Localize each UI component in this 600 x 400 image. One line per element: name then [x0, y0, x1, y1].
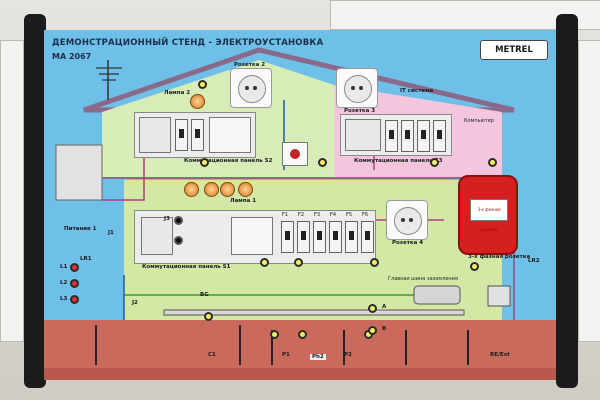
jack-icon[interactable] — [488, 158, 497, 167]
board-title: ДЕМОНСТРАЦИОННЫЙ СТЕНД - ЭЛЕКТРОУСТАНОВК… — [52, 38, 324, 48]
board-model: MA 2067 — [52, 52, 92, 61]
it-system-label: IT система — [400, 88, 434, 94]
jack-icon[interactable] — [294, 258, 303, 267]
socket-icon — [344, 75, 372, 103]
breaker-f3-label: F3 — [314, 212, 321, 218]
lamp-1-icon[interactable] — [238, 182, 253, 197]
breaker-f2-label: F2 — [298, 212, 305, 218]
socket-3-label: Розетка 3 — [344, 108, 376, 114]
breaker-icon[interactable] — [191, 119, 204, 151]
a-label: A — [382, 304, 387, 310]
breaker-icon[interactable] — [281, 221, 294, 253]
frame-left-post — [24, 14, 46, 388]
l2-label: L2 — [60, 280, 68, 286]
background-panel-right — [330, 0, 600, 30]
p2-label: P2 — [344, 352, 352, 358]
jack-icon[interactable] — [370, 258, 379, 267]
breaker-icon[interactable] — [433, 120, 446, 152]
jack-icon[interactable] — [70, 295, 79, 304]
switch-panel-s2 — [134, 112, 256, 158]
jack-a[interactable] — [368, 304, 377, 313]
breaker-f6-label: F6 — [362, 212, 369, 218]
supply-1-label: Питание 1 — [64, 226, 97, 232]
jack-icon[interactable] — [204, 312, 213, 321]
lamp-1-icon[interactable] — [220, 182, 235, 197]
p1-label: P1 — [282, 352, 290, 358]
jack-icon[interactable] — [70, 263, 79, 272]
switch-panel-s1 — [134, 210, 376, 264]
breaker-icon[interactable] — [297, 221, 310, 253]
jack-icon[interactable] — [270, 330, 279, 339]
three-phase-plug-icon[interactable]: 3-х фазная розетка — [458, 175, 518, 255]
frame-right-post — [556, 14, 578, 388]
antenna-icon — [96, 60, 122, 100]
breaker-icon[interactable] — [313, 221, 326, 253]
breaker-f5-label: F5 — [346, 212, 353, 218]
jack-icon[interactable] — [174, 236, 183, 245]
demo-board: ДЕМОНСТРАЦИОННЫЙ СТЕНД - ЭЛЕКТРОУСТАНОВК… — [44, 30, 556, 380]
breaker-icon[interactable] — [361, 221, 374, 253]
c1-label: C1 — [208, 352, 216, 358]
j1-label: J1 — [108, 230, 114, 236]
emergency-switch[interactable] — [282, 142, 308, 166]
socket-3[interactable] — [336, 68, 378, 108]
jack-b[interactable] — [368, 326, 377, 335]
socket-icon — [394, 207, 422, 235]
breaker-icon[interactable] — [417, 120, 430, 152]
socket-4-label: Розетка 4 — [392, 240, 424, 246]
lamp-1-icon[interactable] — [204, 182, 219, 197]
breaker-icon[interactable] — [175, 119, 188, 151]
l3-label: L3 — [60, 296, 68, 302]
jack-icon[interactable] — [430, 158, 439, 167]
three-phase-label: 3-х фазная розетка — [468, 254, 531, 260]
panel-s1-label: Коммутационная панель S1 — [142, 264, 231, 270]
jack-icon[interactable] — [260, 258, 269, 267]
socket-4[interactable] — [386, 200, 428, 240]
breaker-icon[interactable] — [401, 120, 414, 152]
l1-label: L1 — [60, 264, 68, 270]
j3-label: J3 — [164, 216, 170, 222]
switch-panel-s3 — [340, 114, 452, 156]
transformer-s3 — [345, 119, 381, 151]
breaker-f4-label: F4 — [330, 212, 337, 218]
lamp-1-label: Лампа 1 — [230, 198, 257, 204]
b-label: B — [382, 326, 387, 332]
panel-s3-label: Коммутационная панель S3 — [354, 158, 443, 164]
ph2-label: Ph2 — [310, 354, 326, 360]
jack-icon[interactable] — [70, 279, 79, 288]
main-switch-s1[interactable] — [231, 217, 273, 255]
lamp-2-icon[interactable] — [190, 94, 205, 109]
jack-icon[interactable] — [298, 330, 307, 339]
breaker-icon[interactable] — [385, 120, 398, 152]
background-panel-left — [0, 40, 24, 342]
jack-icon[interactable] — [198, 80, 207, 89]
socket-icon — [238, 75, 266, 103]
j2-label: J2 — [132, 300, 138, 306]
jack-icon[interactable] — [174, 216, 183, 225]
socket-2-label: Розетка 2 — [234, 62, 266, 68]
meter-s2 — [209, 117, 251, 153]
breaker-icon[interactable] — [329, 221, 342, 253]
breaker-icon[interactable] — [345, 221, 358, 253]
background-panel-right-side — [578, 40, 600, 342]
breaker-f1-label: F1 — [282, 212, 289, 218]
lamp-1-icon[interactable] — [184, 182, 199, 197]
re-ext-label: RE/Ext — [490, 352, 510, 358]
rcd-s2[interactable] — [139, 117, 171, 153]
rcd-s1[interactable] — [141, 217, 173, 255]
panel-s2-label: Коммутационная панель S2 — [184, 158, 273, 164]
lr1-label: LR1 — [80, 256, 92, 262]
jack-icon[interactable] — [470, 262, 479, 271]
lamp-2-label: Лампа 2 — [164, 90, 191, 96]
lr2-label: LR2 — [528, 258, 540, 264]
three-phase-plate: 3-х фазная розетка — [470, 199, 508, 232]
computer-label: Компьютер — [464, 118, 494, 124]
socket-2[interactable] — [230, 68, 272, 108]
main-bus-label: Главная шина заземления — [388, 276, 458, 282]
jack-icon[interactable] — [318, 158, 327, 167]
jack-icon[interactable] — [200, 158, 209, 167]
bg-label: BG — [200, 292, 209, 298]
metrel-logo: METREL — [480, 40, 548, 60]
